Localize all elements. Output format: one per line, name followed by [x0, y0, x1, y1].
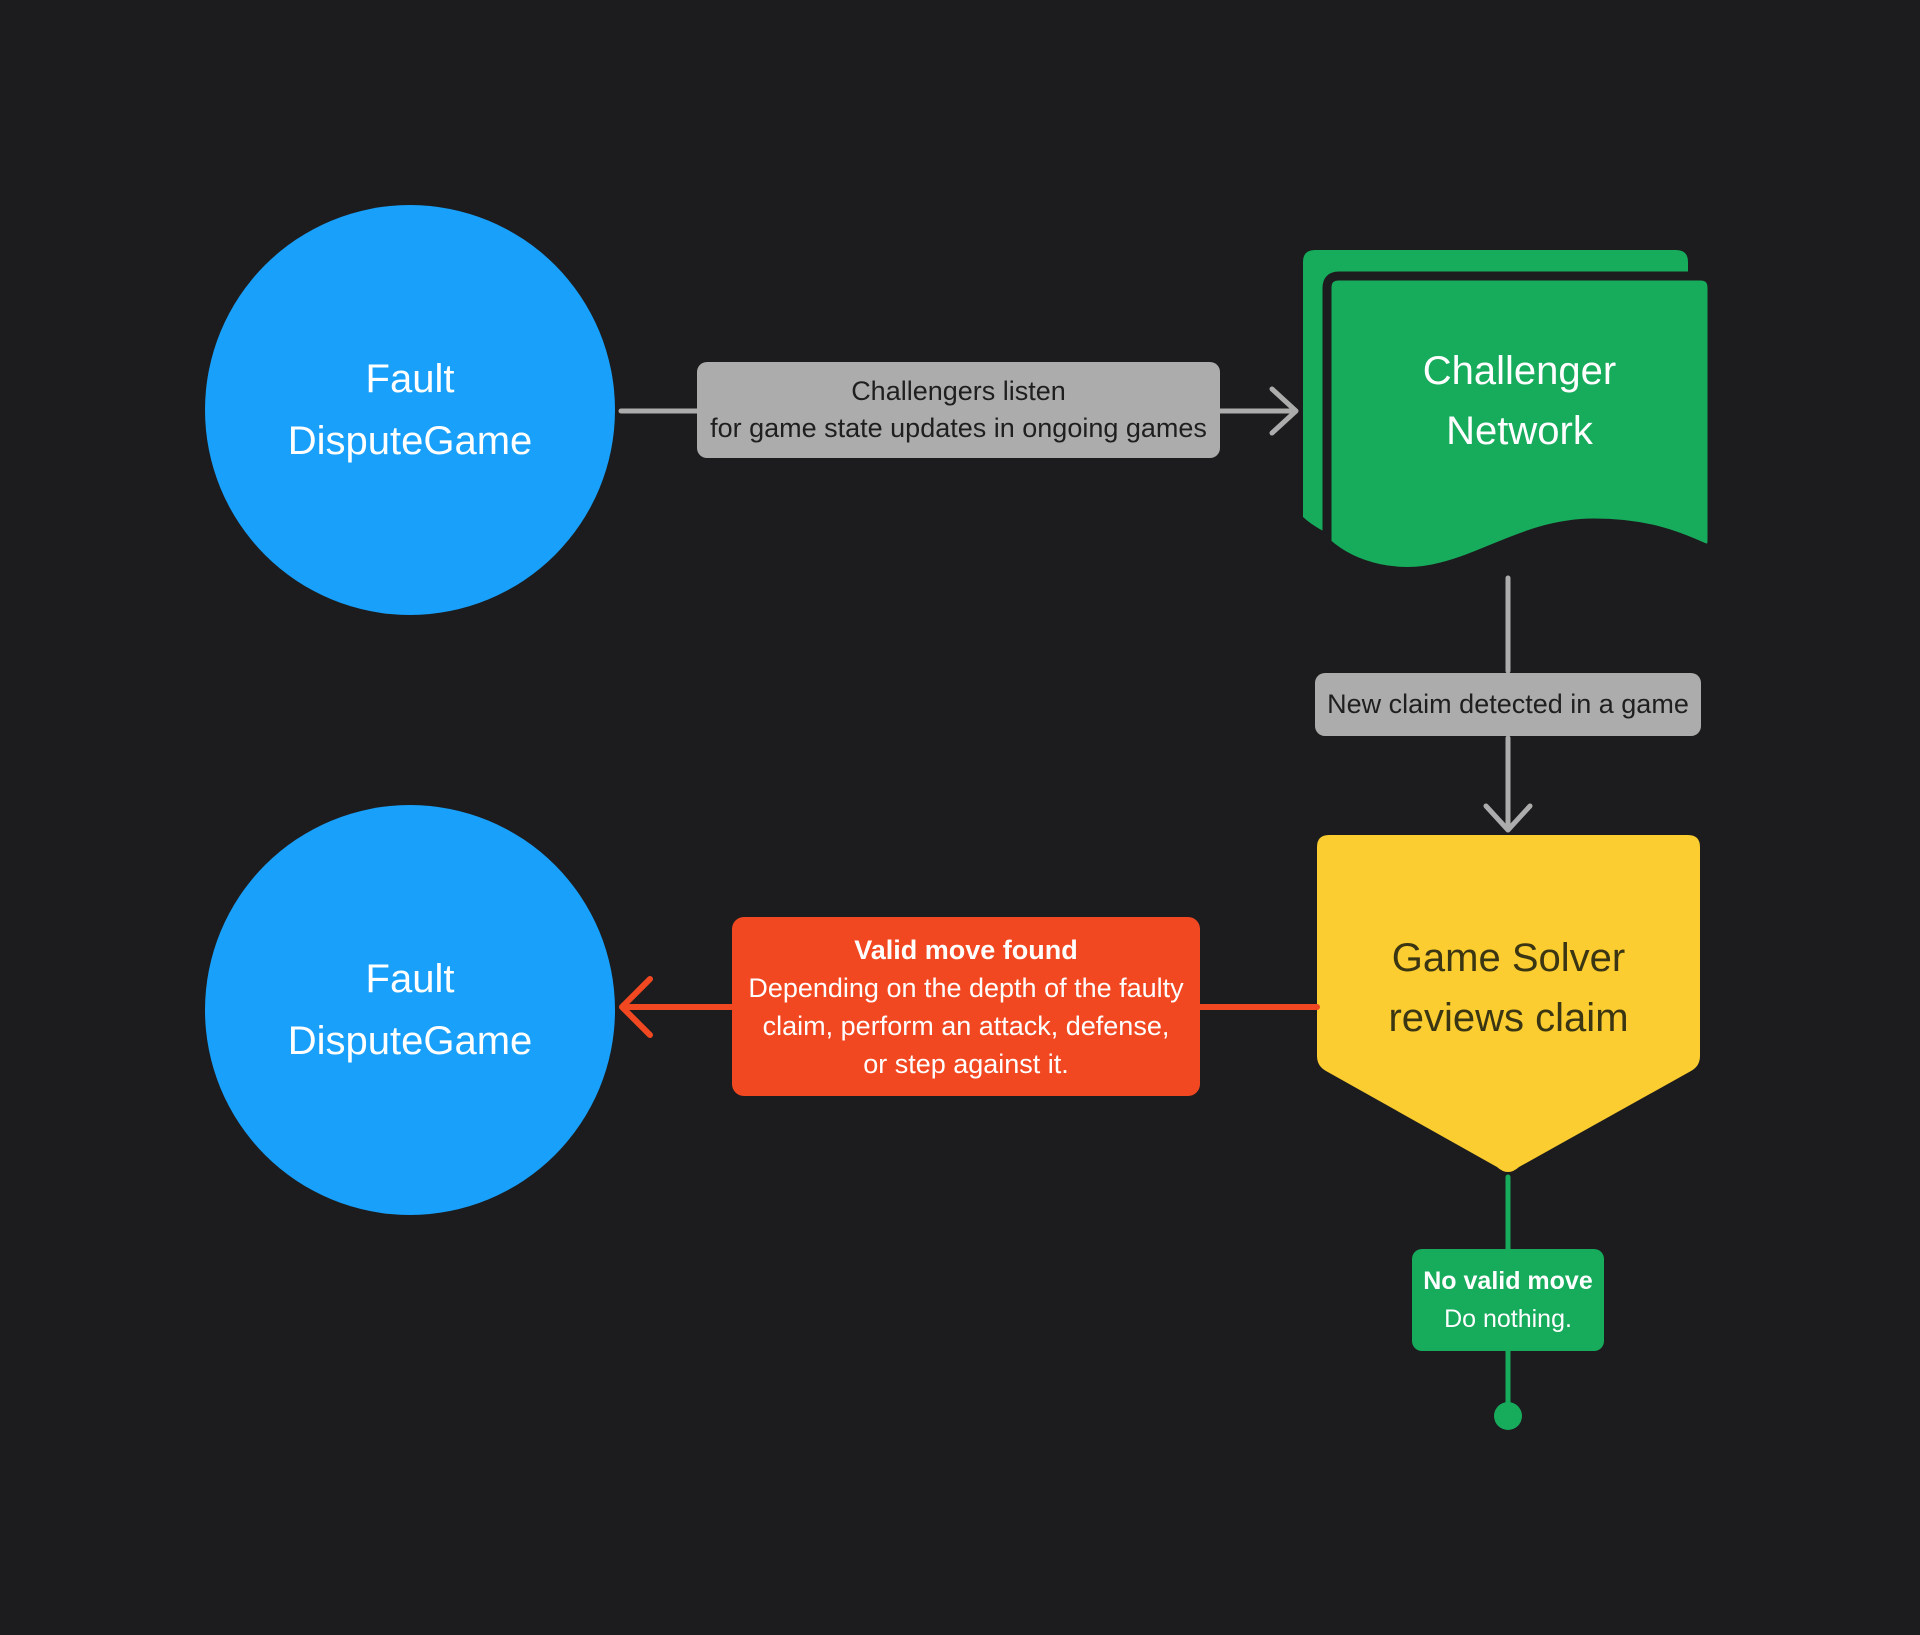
game-solver-node: Game Solver reviews claim [1317, 835, 1700, 1140]
new-claim-edge-label: New claim detected in a game [1315, 673, 1701, 736]
node-label-line: Fault [365, 357, 455, 401]
document-front-shape [1322, 271, 1717, 576]
arrowhead-down-icon [1483, 803, 1533, 833]
edge-listen-connector [618, 386, 1299, 436]
node-label-line: Game Solver [1391, 935, 1626, 980]
valid-move-label: Valid move found Depending on the depth … [732, 917, 1200, 1096]
edge-newclaim-connector [1483, 575, 1533, 833]
node-label-line: reviews claim [1388, 995, 1629, 1040]
node-label-line: Fault [365, 957, 455, 1001]
no-valid-move-title: No valid move [1423, 1267, 1593, 1295]
no-valid-move-body: Do nothing. [1444, 1305, 1572, 1333]
node-label-line: Network [1446, 409, 1593, 453]
valid-move-body-line: claim, perform an attack, defense, [762, 1010, 1170, 1041]
node-label-line: DisputeGame [287, 1019, 533, 1063]
challenger-network-shape [1303, 250, 1717, 576]
terminal-dot-icon [1494, 1402, 1522, 1430]
node-label-line: Challenger [1422, 349, 1617, 393]
edge-label-line: for game state updates in ongoing games [710, 413, 1207, 443]
node-label-line: DisputeGame [287, 419, 533, 463]
edge-label-line: Challengers listen [851, 376, 1066, 406]
fault-dispute-game-node-top: Fault DisputeGame [205, 205, 615, 615]
no-valid-move-label: No valid move Do nothing. [1412, 1249, 1604, 1351]
listen-edge-label: Challengers listen for game state update… [697, 362, 1220, 458]
valid-move-title: Valid move found [854, 934, 1078, 965]
valid-move-body-line: or step against it. [863, 1048, 1069, 1079]
valid-move-body-line: Depending on the depth of the faulty [748, 972, 1184, 1003]
arrowhead-right-icon [1269, 386, 1299, 436]
game-solver-shape [1317, 835, 1700, 1172]
challenger-network-node: Challenger Network [1327, 276, 1712, 526]
fault-dispute-game-node-bottom: Fault DisputeGame [205, 805, 615, 1215]
arrowhead-left-icon [619, 976, 653, 1038]
edge-label-line: New claim detected in a game [1327, 689, 1689, 719]
